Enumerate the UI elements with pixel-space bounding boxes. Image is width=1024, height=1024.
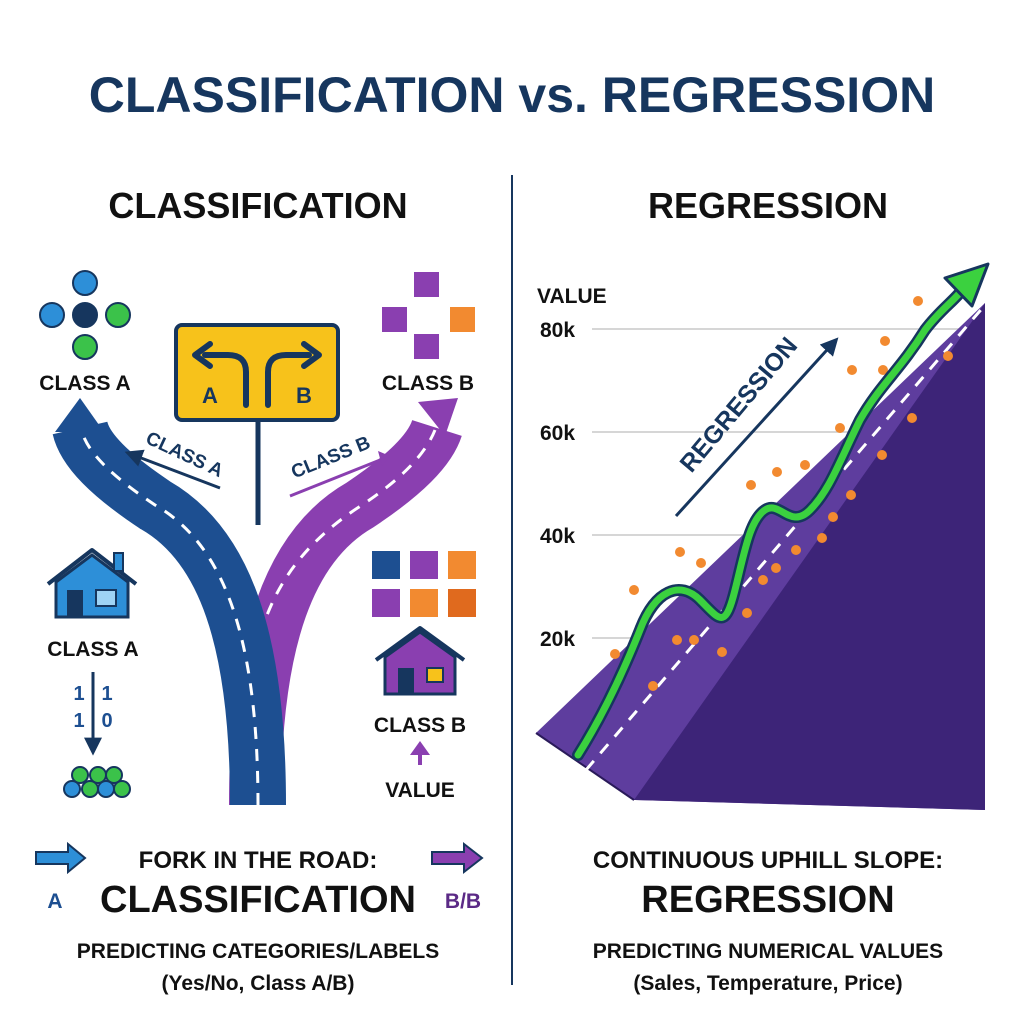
house-b-icon: [374, 626, 466, 696]
y-tick-60k: 60k: [540, 422, 575, 445]
data-point: [629, 585, 639, 595]
predicting-categories-text: PREDICTING CATEGORIES/LABELS: [77, 940, 439, 963]
data-point: [675, 547, 685, 557]
binary-4: 0: [101, 710, 112, 732]
predicting-numerical-text: PREDICTING NUMERICAL VALUES: [593, 940, 943, 963]
data-point: [828, 512, 838, 522]
value-axis-label: VALUE: [537, 285, 607, 308]
bottom-right-arrow-icon: [431, 841, 484, 875]
data-point: [846, 490, 856, 500]
regression-curve: [572, 262, 990, 761]
class-a-label: CLASS A: [39, 372, 130, 395]
data-point: [835, 423, 845, 433]
class-b-grid-icon: [372, 551, 476, 617]
y-tick-40k: 40k: [540, 525, 575, 548]
fork-in-road-text: FORK IN THE ROAD:: [139, 847, 378, 874]
data-point: [817, 533, 827, 543]
data-point: [648, 681, 658, 691]
data-point: [746, 480, 756, 490]
scatter-points: [610, 296, 953, 691]
classification-examples-text: (Yes/No, Class A/B): [162, 972, 355, 995]
house-a-icon: [46, 548, 138, 619]
sign-letter-b: B: [296, 383, 312, 408]
data-point: [771, 563, 781, 573]
data-point: [689, 635, 699, 645]
data-point: [800, 460, 810, 470]
class-b-label: CLASS B: [382, 372, 474, 395]
data-point: [610, 649, 620, 659]
data-point: [907, 413, 917, 423]
binary-digits: 1 1 1 0: [73, 672, 113, 756]
data-point: [742, 608, 752, 618]
y-tick-80k: 80k: [540, 319, 575, 342]
data-point: [758, 575, 768, 585]
regression-big-text: REGRESSION: [641, 879, 894, 921]
data-point: [791, 545, 801, 555]
data-point: [696, 558, 706, 568]
data-point: [877, 450, 887, 460]
svg-text:REGRESSION: REGRESSION: [675, 332, 804, 478]
signpost: A B: [174, 323, 340, 525]
uphill-slope: [535, 303, 987, 810]
data-point: [772, 467, 782, 477]
class-a-circles-icon: [39, 270, 131, 360]
data-point: [913, 296, 923, 306]
classification-big-text: CLASSIFICATION: [100, 879, 416, 921]
up-arrow-icon: [410, 741, 430, 765]
regression-examples-text: (Sales, Temperature, Price): [633, 972, 902, 995]
bottom-left-arrow-icon: [35, 841, 87, 875]
data-point: [943, 351, 953, 361]
class-b-squares-icon: [382, 272, 475, 359]
house-b-label: CLASS B: [374, 714, 466, 737]
bottom-letter-a: A: [47, 890, 62, 913]
bottom-letter-bb: B/B: [445, 890, 481, 913]
sign-letter-a: A: [202, 383, 218, 408]
data-point: [847, 365, 857, 375]
fork-road: [52, 398, 462, 806]
data-point: [717, 647, 727, 657]
house-a-label: CLASS A: [47, 638, 138, 661]
data-point: [672, 635, 682, 645]
continuous-slope-text: CONTINUOUS UPHILL SLOPE:: [593, 847, 943, 874]
data-point: [878, 365, 888, 375]
binary-3: 1: [73, 710, 84, 732]
y-tick-20k: 20k: [540, 628, 575, 651]
main-title: CLASSIFICATION vs. REGRESSION: [89, 67, 935, 123]
binary-2: 1: [101, 683, 112, 705]
data-point: [880, 336, 890, 346]
regression-heading: REGRESSION: [648, 185, 888, 226]
value-label: VALUE: [385, 779, 455, 802]
binary-1: 1: [73, 683, 84, 705]
cluster-circles-icon: [63, 766, 131, 798]
classification-heading: CLASSIFICATION: [108, 185, 407, 226]
